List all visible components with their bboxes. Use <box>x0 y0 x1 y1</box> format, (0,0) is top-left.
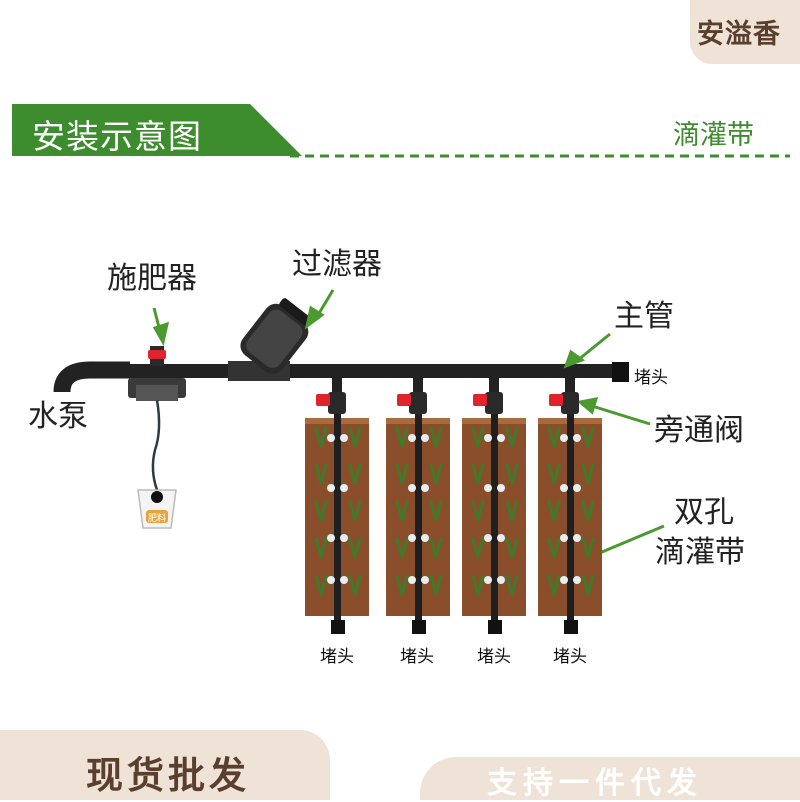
disc-filter <box>228 298 312 381</box>
brand-name: 安溢香 <box>697 19 781 50</box>
label-water-pump: 水泵 <box>28 399 88 434</box>
label-drip-tape-line1: 双孔 <box>674 495 734 530</box>
fertilizer-valve-handle <box>148 350 166 359</box>
label-end-cap-main: 堵头 <box>634 368 668 388</box>
fertilizer-bucket <box>137 489 177 529</box>
suction-tube <box>151 399 161 491</box>
drip-bed-1 <box>305 378 369 634</box>
footer-wholesale: 现货批发 <box>86 754 250 797</box>
main-pipe <box>120 364 615 378</box>
drip-bed-2 <box>386 378 450 634</box>
title-banner <box>12 104 302 156</box>
label-filter: 过滤器 <box>292 247 382 282</box>
label-end-cap-2: 堵头 <box>400 647 434 667</box>
product-name: 滴灌带 <box>673 120 754 151</box>
label-end-cap-1: 堵头 <box>320 647 354 667</box>
fertilizer-injector <box>128 346 186 491</box>
label-drip-tape-line2: 滴灌带 <box>655 535 745 570</box>
label-bypass-valve: 旁通阀 <box>654 413 744 448</box>
main-end-cap <box>612 362 629 382</box>
label-end-cap-3: 堵头 <box>477 647 511 667</box>
footer-right-panel <box>420 757 800 800</box>
label-fertilizer-injector: 施肥器 <box>107 261 197 296</box>
label-main-pipe: 主管 <box>614 299 674 334</box>
bucket-label: 肥料 <box>147 514 166 524</box>
footer-left-panel <box>0 730 330 800</box>
page-title: 安装示意图 <box>32 117 202 156</box>
footer-dropship: 支持一件代发 <box>487 766 703 801</box>
drip-bed-3 <box>462 378 526 634</box>
pump-pipe <box>53 361 130 393</box>
brand-tab <box>690 0 800 64</box>
drip-bed-4 <box>538 378 602 634</box>
label-end-cap-4: 堵头 <box>553 647 587 667</box>
